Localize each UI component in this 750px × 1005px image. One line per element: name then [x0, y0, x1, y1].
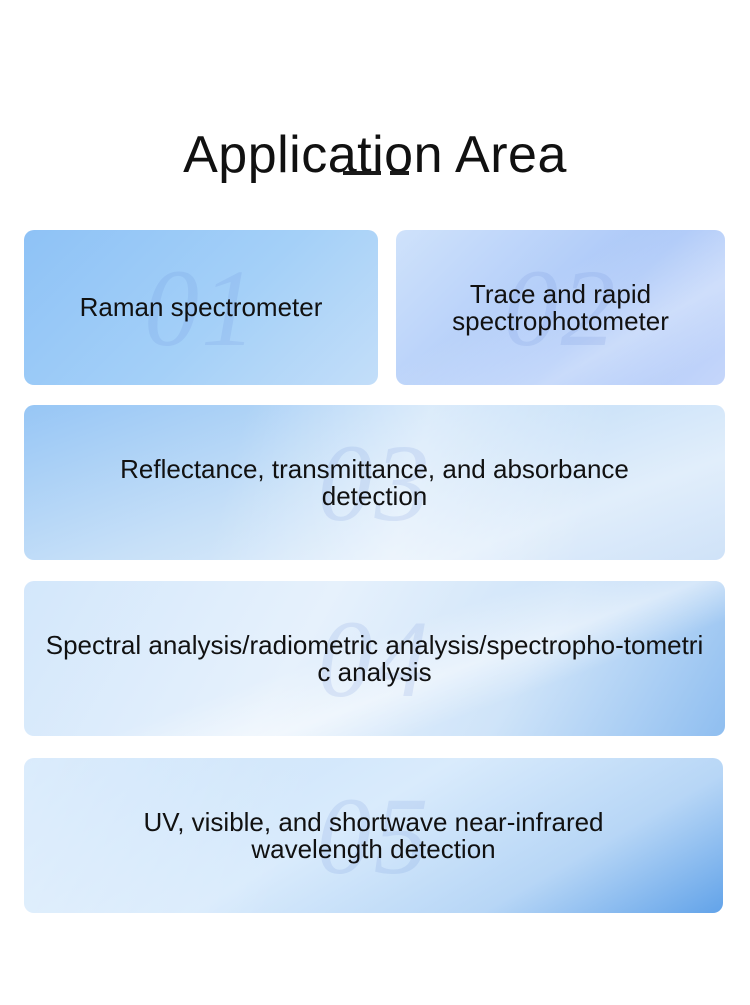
- card-sheen: [24, 758, 723, 913]
- card-number-watermark: 01: [144, 246, 258, 369]
- application-card-raman: 01 Raman spectrometer: [24, 230, 378, 385]
- card-label: Raman spectrometer: [79, 292, 323, 322]
- card-number-watermark: 03: [317, 421, 432, 544]
- card-number-watermark: 05: [316, 774, 431, 897]
- card-number-watermark: 02: [503, 246, 618, 369]
- card-label: Spectral analysis/radiometric analysis/s…: [45, 629, 704, 687]
- card-sheen: [24, 581, 725, 736]
- card-label: Reflectance, transmittance, and absorban…: [120, 453, 629, 511]
- title-divider-short: [390, 171, 409, 175]
- application-card-spectral-analysis: 04 Spectral analysis/radiometric analysi…: [24, 581, 725, 736]
- application-card-uv-visible-nir: 05 UV, visible, and shortwave near-infra…: [24, 758, 723, 913]
- page-title: Application Area: [183, 125, 567, 184]
- card-sheen: [396, 230, 725, 385]
- card-number-watermark: 04: [317, 597, 432, 720]
- card-label: Trace and rapid spectrophotometer: [452, 278, 669, 336]
- card-sheen: [24, 405, 725, 560]
- card-label: UV, visible, and shortwave near-infrared…: [143, 806, 604, 864]
- application-card-reflectance: 03 Reflectance, transmittance, and absor…: [24, 405, 725, 560]
- application-card-trace-rapid: 02 Trace and rapid spectrophotometer: [396, 230, 725, 385]
- title-divider-long: [343, 171, 381, 175]
